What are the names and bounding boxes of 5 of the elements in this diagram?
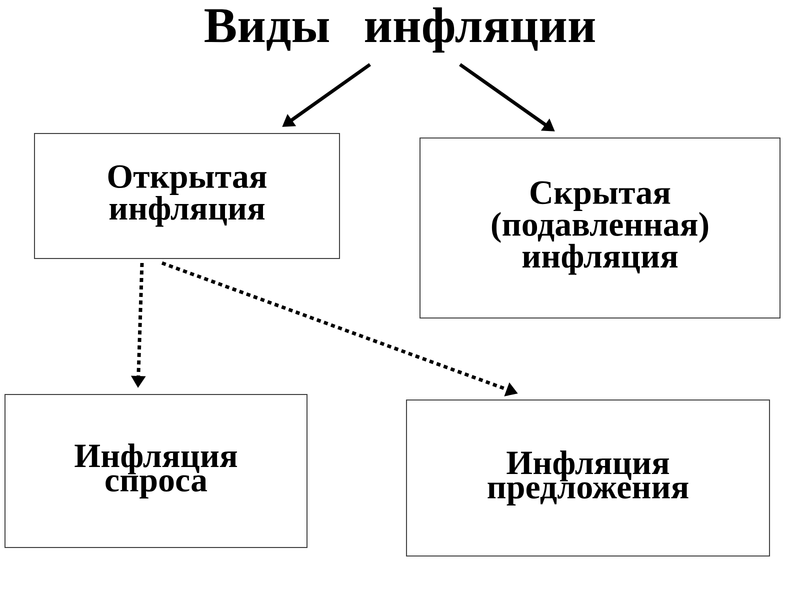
category-box: Скрытая (подавленная) инфляция	[420, 138, 780, 318]
category-box: Открытая инфляция	[34, 133, 340, 259]
title-text: Виды инфляции	[204, 7, 595, 53]
category-box: Инфляция предложения	[406, 400, 770, 556]
category-box: Инфляция спроса	[4, 394, 308, 548]
